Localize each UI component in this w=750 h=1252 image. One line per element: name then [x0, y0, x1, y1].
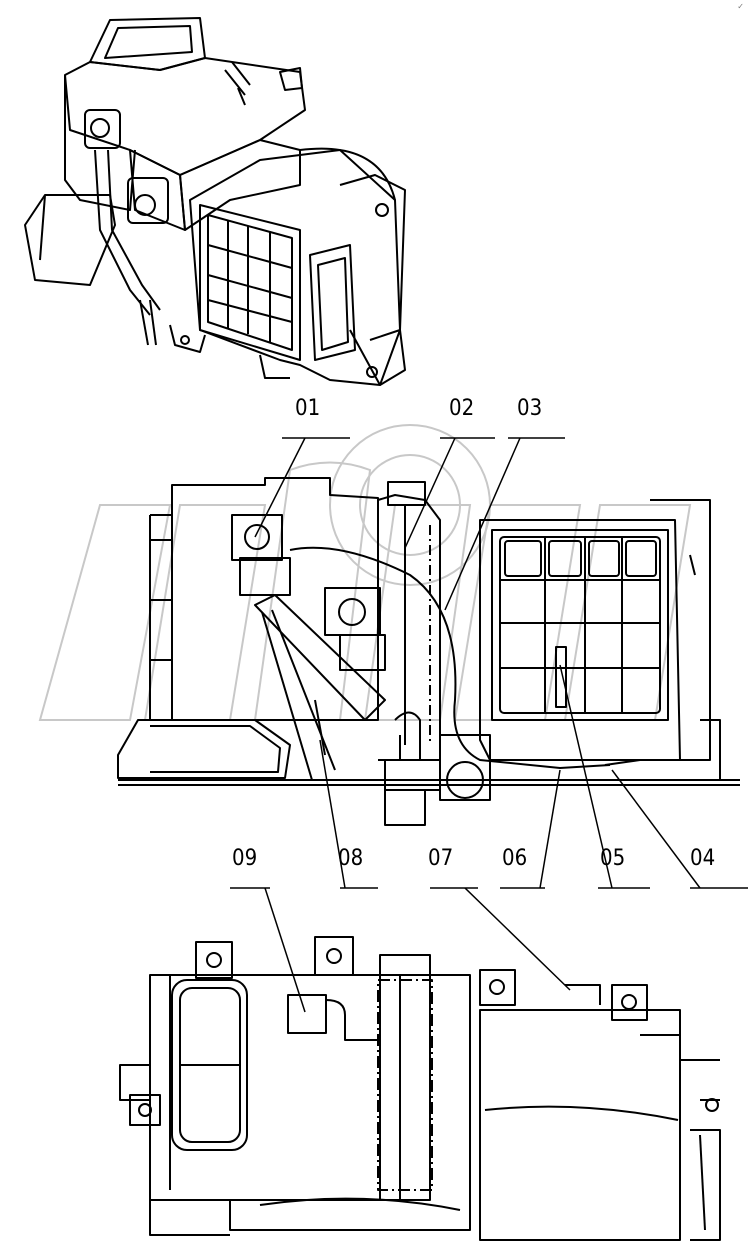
corner-mark: ✓ — [737, 2, 744, 11]
callout-04: 04 — [690, 846, 716, 871]
front-view — [117, 477, 740, 826]
callout-02: 02 — [449, 396, 475, 421]
callout-09: 09 — [232, 846, 258, 871]
leader-lines — [230, 437, 748, 1013]
callout-03: 03 — [517, 396, 543, 421]
callout-07: 07 — [428, 846, 454, 871]
callout-01: 01 — [295, 396, 321, 421]
plan-view — [119, 936, 721, 1241]
callout-05: 05 — [600, 846, 626, 871]
isometric-view — [24, 17, 406, 386]
callout-06: 06 — [502, 846, 528, 871]
watermark-logo — [38, 424, 692, 721]
callout-08: 08 — [338, 846, 364, 871]
